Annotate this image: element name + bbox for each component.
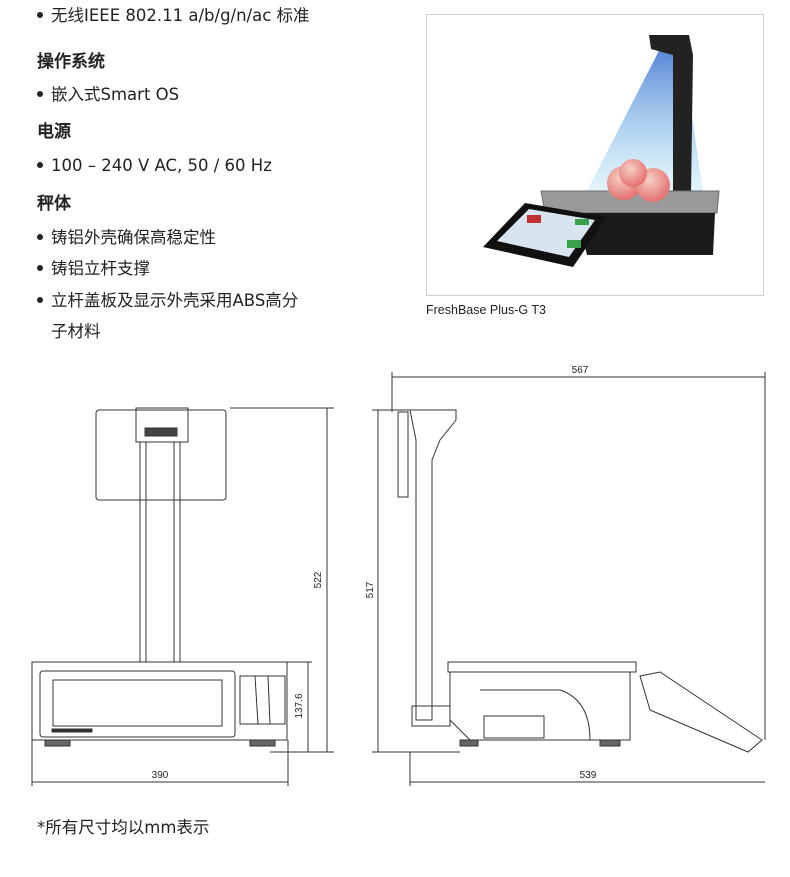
operator-display-side [639, 671, 763, 753]
dim-front-base-height: 137.6 [294, 693, 305, 718]
spec-item-body: 铸铝立杆支撑 [37, 258, 150, 280]
footer-note: *所有尺寸均以mm表示 [37, 818, 210, 837]
front-view-drawing [31, 407, 334, 786]
spec-item-power: 100 – 240 V AC, 50 / 60 Hz [37, 155, 272, 177]
product-photo [426, 14, 764, 296]
heading-os: 操作系统 [37, 52, 105, 72]
screen-item [575, 219, 589, 225]
dim-side-height: 517 [365, 581, 376, 598]
side-view-drawing [372, 372, 766, 786]
scanner-window [144, 427, 178, 437]
spec-item-body: 铸铝外壳确保高稳定性 [37, 227, 216, 249]
dim-front-height: 522 [313, 571, 324, 588]
customer-display [95, 409, 227, 501]
scale-pole [649, 35, 693, 195]
dim-side-total-width: 567 [572, 365, 589, 376]
brand-logo [51, 728, 93, 733]
scanner-head [135, 407, 189, 443]
heading-power: 电源 [37, 122, 71, 142]
screen-item [527, 215, 541, 223]
heading-body: 秤体 [37, 194, 71, 214]
spec-item-body: 立杆盖板及显示外壳采用ABS高分 [37, 290, 298, 312]
spec-item-body-cont: 子材料 [51, 322, 101, 341]
dim-front-width: 390 [152, 770, 169, 781]
scale-image [483, 35, 720, 267]
scale-body-front [31, 661, 288, 741]
photo-caption: FreshBase Plus-G T3 [426, 303, 546, 317]
screen-item [567, 240, 581, 248]
apple [619, 159, 647, 187]
dim-side-base-width: 539 [580, 770, 597, 781]
scale-base [577, 213, 715, 255]
spec-item-os: 嵌入式Smart OS [37, 84, 179, 106]
customer-display-side [397, 411, 409, 498]
platter-side [447, 661, 637, 673]
spec-item-wireless: 无线IEEE 802.11 a/b/g/n/ac 标准 [37, 5, 310, 27]
